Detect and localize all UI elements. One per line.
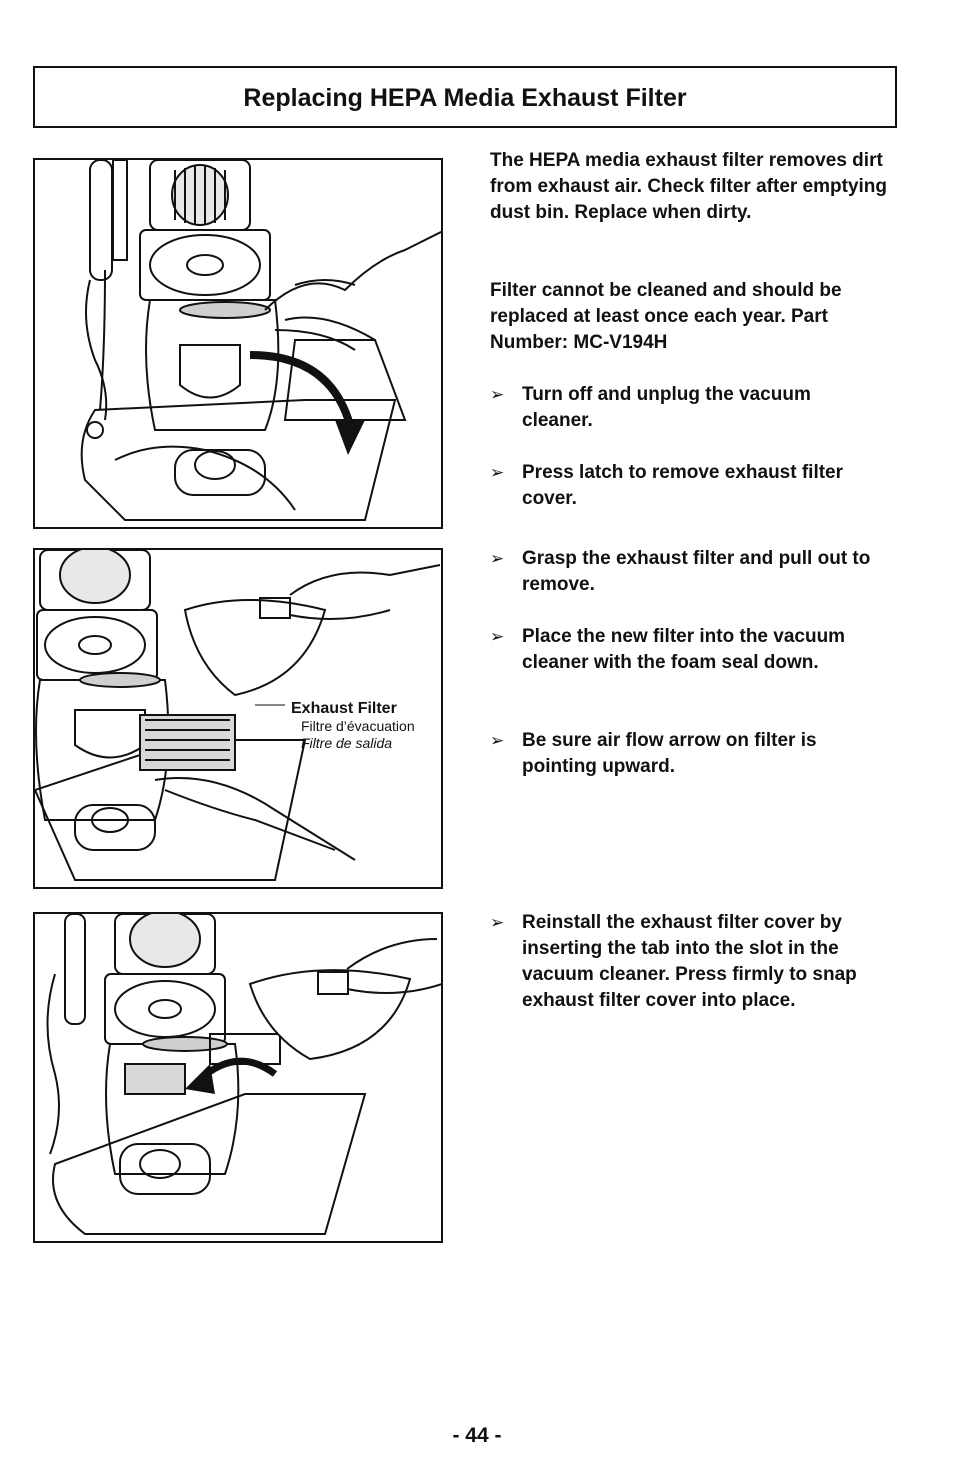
title-box: Replacing HEPA Media Exhaust Filter (33, 66, 897, 128)
callout-label-es: Filtre de salida (301, 735, 393, 751)
step-item-1: ➢ Turn off and unplug the vacuum cleaner… (490, 382, 900, 434)
vacuum-illustration-1 (80, 160, 441, 521)
exhaust-filter-callout: Exhaust Filter Filtre d’évacuation Filtr… (291, 700, 415, 752)
intro-paragraph-2: Filter cannot be cleaned and should be r… (490, 280, 842, 353)
page-number: - 44 - (452, 1424, 502, 1447)
step-text: Reinstall the exhaust filter cover by in… (522, 912, 857, 1011)
vacuum-illustration-3 (46, 914, 441, 1235)
figure-reinstall-cover (33, 912, 443, 1243)
callout-label-fr: Filtre d’évacuation (301, 718, 415, 734)
page-title: Replacing HEPA Media Exhaust Filter (243, 84, 687, 112)
bullet-arrow-icon: ➢ (490, 731, 505, 750)
figure-remove-filter: Exhaust Filter Filtre d’évacuation Filtr… (33, 548, 443, 889)
step-text: Turn off and unplug the vacuum cleaner. (522, 384, 811, 431)
step-text: Grasp the exhaust filter and pull out to… (522, 548, 871, 595)
bullet-arrow-icon: ➢ (490, 385, 505, 404)
bullet-arrow-icon: ➢ (490, 913, 505, 932)
step-text: Place the new filter into the vacuum cle… (522, 626, 846, 673)
step-item-2: ➢ Press latch to remove exhaust filter c… (490, 460, 900, 512)
intro-paragraph-1: The HEPA media exhaust filter removes di… (490, 150, 888, 223)
step-text: Press latch to remove exhaust filter cov… (522, 462, 844, 509)
bullet-arrow-icon: ➢ (490, 463, 505, 482)
bullet-arrow-icon: ➢ (490, 549, 505, 568)
step-item-6: ➢ Reinstall the exhaust filter cover by … (490, 910, 900, 1014)
step-text: Be sure air flow arrow on filter is poin… (522, 730, 817, 777)
vacuum-illustration-2 (35, 550, 441, 881)
callout-label-en: Exhaust Filter (291, 700, 397, 717)
step-item-5: ➢ Be sure air flow arrow on filter is po… (490, 728, 900, 780)
step-item-4: ➢ Place the new filter into the vacuum c… (490, 624, 900, 676)
intro-text: The HEPA media exhaust filter removes di… (490, 148, 900, 226)
intro-text-2: Filter cannot be cleaned and should be r… (490, 278, 900, 356)
bullet-arrow-icon: ➢ (490, 627, 505, 646)
figure-remove-cover (33, 158, 443, 529)
step-item-3: ➢ Grasp the exhaust filter and pull out … (490, 546, 900, 598)
